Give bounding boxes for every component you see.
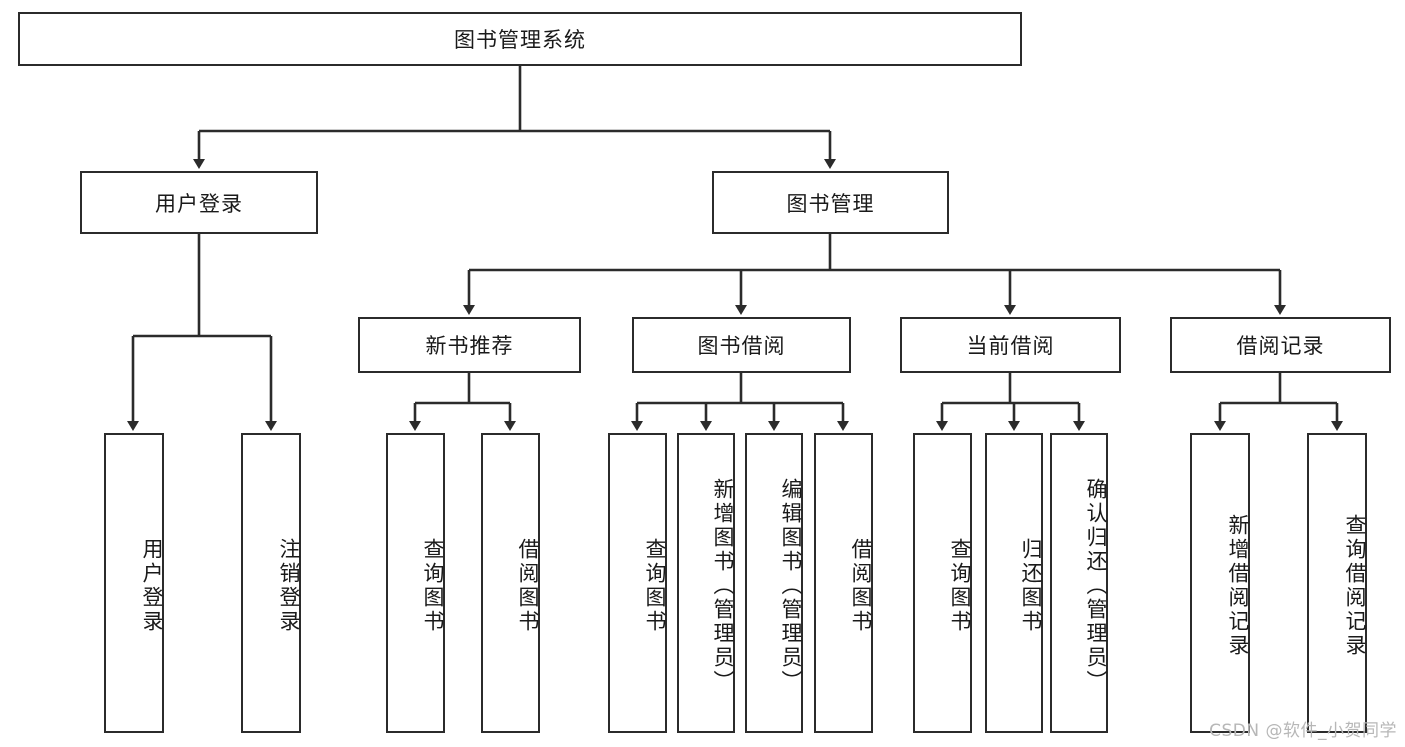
- leaf-add-borrow-record[interactable]: 新增借阅记录: [1190, 433, 1250, 733]
- leaf-label: 查询图书: [643, 538, 667, 634]
- leaf-label: 编辑图书（管理员）: [779, 478, 803, 694]
- leaf-borrow-book[interactable]: 借阅图书: [814, 433, 873, 733]
- node-book-borrow-label: 图书借阅: [697, 334, 786, 358]
- leaf-confirm-return-admin[interactable]: 确认归还（管理员）: [1050, 433, 1108, 733]
- leaf-label: 归还图书: [1019, 538, 1043, 634]
- leaf-query-book-current[interactable]: 查询图书: [913, 433, 972, 733]
- node-new-book-recommend-label: 新书推荐: [425, 334, 514, 358]
- node-user-login[interactable]: 用户登录: [80, 171, 318, 234]
- node-book-borrow[interactable]: 图书借阅: [632, 317, 851, 373]
- watermark: CSDN @软件_小贺同学: [1209, 721, 1397, 741]
- leaf-query-borrow-record[interactable]: 查询借阅记录: [1307, 433, 1367, 733]
- node-book-manage-label: 图书管理: [786, 191, 875, 216]
- node-current-borrow-label: 当前借阅: [966, 334, 1055, 358]
- leaf-label: 确认归还（管理员）: [1084, 478, 1108, 694]
- leaf-label: 用户登录: [140, 538, 164, 634]
- leaf-label: 查询图书: [421, 538, 445, 634]
- leaf-borrow-book-newbook[interactable]: 借阅图书: [481, 433, 540, 733]
- node-current-borrow[interactable]: 当前借阅: [900, 317, 1121, 373]
- node-borrow-record-label: 借阅记录: [1236, 334, 1325, 358]
- node-book-manage[interactable]: 图书管理: [712, 171, 949, 234]
- node-borrow-record[interactable]: 借阅记录: [1170, 317, 1391, 373]
- leaf-edit-book-admin[interactable]: 编辑图书（管理员）: [745, 433, 803, 733]
- leaf-label: 新增借阅记录: [1226, 514, 1250, 658]
- leaf-label: 查询图书: [948, 538, 972, 634]
- leaf-label: 借阅图书: [849, 538, 873, 634]
- node-root-label: 图书管理系统: [454, 28, 586, 52]
- leaf-return-book[interactable]: 归还图书: [985, 433, 1043, 733]
- node-user-login-label: 用户登录: [155, 191, 243, 216]
- leaf-add-book-admin[interactable]: 新增图书（管理员）: [677, 433, 735, 733]
- leaf-query-book-newbook[interactable]: 查询图书: [386, 433, 445, 733]
- leaf-label: 新增图书（管理员）: [711, 478, 735, 694]
- node-root[interactable]: 图书管理系统: [18, 12, 1022, 66]
- leaf-label: 查询借阅记录: [1343, 514, 1367, 658]
- leaf-label: 注销登录: [277, 538, 301, 634]
- leaf-label: 借阅图书: [516, 538, 540, 634]
- leaf-user-login[interactable]: 用户登录: [104, 433, 164, 733]
- leaf-user-logout[interactable]: 注销登录: [241, 433, 301, 733]
- node-new-book-recommend[interactable]: 新书推荐: [358, 317, 581, 373]
- leaf-query-book-borrow[interactable]: 查询图书: [608, 433, 667, 733]
